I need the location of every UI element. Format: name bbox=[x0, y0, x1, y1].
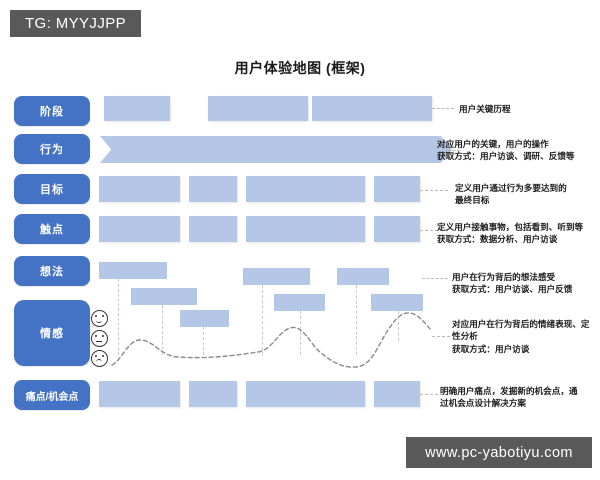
thought-stem bbox=[398, 311, 399, 341]
page-title: 用户体验地图 (框架) bbox=[234, 60, 366, 76]
leader-line-stage bbox=[432, 108, 454, 109]
thought-stem bbox=[203, 327, 204, 355]
thought-item[interactable] bbox=[337, 268, 389, 285]
behavior-item[interactable] bbox=[304, 136, 384, 163]
leader-line-thought bbox=[422, 278, 448, 279]
stage-item[interactable] bbox=[104, 96, 170, 121]
row-label-text: 想法 bbox=[40, 266, 64, 278]
row-label-text: 阶段 bbox=[40, 106, 64, 118]
touchpoint-item[interactable] bbox=[189, 216, 237, 242]
neutral-face-icon bbox=[91, 330, 108, 347]
row-label-thought[interactable]: 想法 bbox=[14, 256, 90, 286]
leader-line-emotion bbox=[432, 336, 450, 337]
annotation-painpoint: 明确用户痛点，发掘新的机会点，通 过机会点设计解决方案 bbox=[440, 386, 578, 409]
painpoint-item[interactable] bbox=[246, 381, 365, 407]
goal-item[interactable] bbox=[374, 176, 420, 202]
annotation-thought: 用户在行为背后的想法感受 获取方式：用户访谈、用户反馈 bbox=[452, 272, 573, 295]
thought-item[interactable] bbox=[99, 262, 167, 279]
row-label-goal[interactable]: 目标 bbox=[14, 174, 90, 204]
sad-face-icon bbox=[91, 350, 108, 367]
row-label-stage[interactable]: 阶段 bbox=[14, 96, 90, 126]
row-label-text: 痛点/机会点 bbox=[25, 391, 79, 403]
touchpoint-item[interactable] bbox=[374, 216, 420, 242]
row-label-text: 情感 bbox=[40, 328, 64, 340]
behavior-item[interactable] bbox=[100, 136, 180, 163]
touchpoint-item[interactable] bbox=[246, 216, 365, 242]
thought-stem bbox=[300, 311, 301, 355]
thought-stem bbox=[162, 305, 163, 355]
thought-stem bbox=[356, 285, 357, 355]
behavior-item[interactable] bbox=[372, 136, 452, 163]
row-label-text: 触点 bbox=[40, 224, 64, 236]
thought-item[interactable] bbox=[131, 288, 197, 305]
happy-face-icon bbox=[91, 310, 108, 327]
behavior-item[interactable] bbox=[168, 136, 248, 163]
behavior-item[interactable] bbox=[236, 136, 316, 163]
thought-stem bbox=[118, 279, 119, 355]
thought-item[interactable] bbox=[371, 294, 423, 311]
annotation-goal: 定义用户通过行为多要达到的 最终目标 bbox=[455, 183, 567, 206]
thought-item[interactable] bbox=[180, 310, 229, 327]
thought-item[interactable] bbox=[243, 268, 310, 285]
row-label-touchpoint[interactable]: 触点 bbox=[14, 214, 90, 244]
thought-stem bbox=[262, 285, 263, 355]
leader-line-painpoint bbox=[420, 394, 448, 395]
annotation-behavior: 对应用户的关键，用户的操作 获取方式：用户访谈、调研、反馈等 bbox=[437, 139, 575, 162]
row-label-text: 目标 bbox=[40, 184, 64, 196]
stage-item[interactable] bbox=[312, 96, 432, 121]
row-label-emotion[interactable]: 情感 bbox=[14, 300, 90, 366]
painpoint-item[interactable] bbox=[99, 381, 180, 407]
painpoint-item[interactable] bbox=[374, 381, 420, 407]
goal-item[interactable] bbox=[189, 176, 237, 202]
row-label-text: 行为 bbox=[40, 144, 64, 156]
row-label-behavior[interactable]: 行为 bbox=[14, 134, 90, 164]
annotation-touchpoint: 定义用户接触事物，包括看到、听到等 获取方式：数据分析、用户访谈 bbox=[437, 222, 584, 245]
stage-item[interactable] bbox=[208, 96, 308, 121]
leader-line-touchpoint bbox=[420, 230, 448, 231]
row-label-painpoint[interactable]: 痛点/机会点 bbox=[14, 380, 90, 410]
painpoint-item[interactable] bbox=[189, 381, 237, 407]
watermark-bottom: www.pc-yabotiyu.com bbox=[406, 437, 592, 468]
goal-item[interactable] bbox=[99, 176, 180, 202]
thought-item[interactable] bbox=[274, 294, 325, 311]
leader-line-goal bbox=[420, 190, 448, 191]
annotation-emotion: 对应用户在行为背后的情绪表现、定 性分析 获取方式：用户访谈 bbox=[452, 319, 590, 354]
touchpoint-item[interactable] bbox=[99, 216, 180, 242]
annotation-stage: 用户关键历程 bbox=[459, 104, 511, 114]
leader-line-behavior bbox=[444, 150, 460, 151]
watermark-top: TG: MYYJJPP bbox=[10, 10, 141, 37]
goal-item[interactable] bbox=[246, 176, 365, 202]
